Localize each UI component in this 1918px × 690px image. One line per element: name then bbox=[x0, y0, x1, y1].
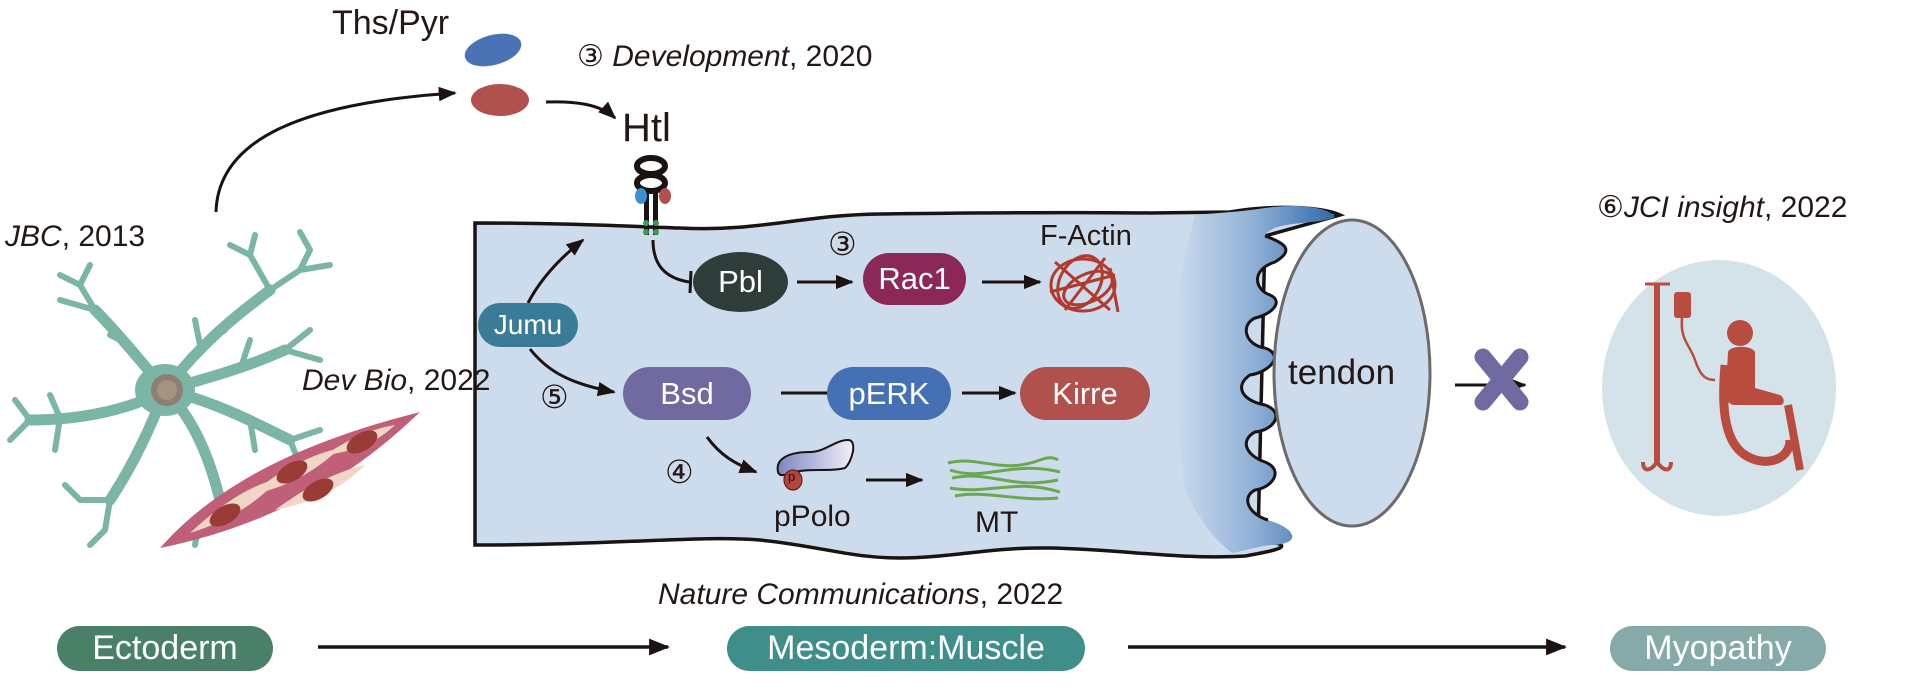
journal-name: JBC bbox=[5, 220, 62, 253]
journal-name: Development bbox=[612, 40, 790, 73]
marker-3: ③ bbox=[577, 39, 604, 74]
journal-name: Dev Bio bbox=[302, 364, 408, 397]
patient-background bbox=[1602, 260, 1836, 516]
citation-jci: ⑥JCI insight, 2022 bbox=[1597, 193, 1847, 223]
node-jumu: Jumu bbox=[478, 303, 578, 347]
node-kirre: Kirre bbox=[1020, 367, 1150, 420]
block-x-icon bbox=[1474, 348, 1529, 411]
arrow-jumu-to-htl bbox=[526, 238, 585, 304]
stage-mesoderm-muscle: Mesoderm:Muscle bbox=[727, 626, 1085, 671]
muscle-fiber-cells bbox=[160, 412, 420, 548]
myotendinous-junction bbox=[1173, 206, 1335, 553]
citation-development: ③ Development, 2020 bbox=[577, 42, 872, 72]
tendon bbox=[1272, 218, 1432, 528]
factin-label: F-Actin bbox=[1040, 220, 1132, 252]
marker-pathway-5: ⑤ bbox=[540, 378, 569, 416]
membrane-wavy-edge bbox=[1240, 234, 1288, 522]
marker-pathway-3: ③ bbox=[828, 225, 857, 263]
ppolo-phospho-label: p bbox=[788, 469, 796, 484]
node-perk: pERK bbox=[827, 367, 951, 420]
journal-year: , 2020 bbox=[789, 40, 873, 73]
marker-6: ⑥ bbox=[1597, 190, 1624, 225]
journal-year: , 2022 bbox=[1763, 191, 1848, 224]
arrow-jumu-to-bsd bbox=[528, 348, 616, 397]
inhibit-htl-to-pbl bbox=[651, 239, 690, 284]
ligand-ths bbox=[464, 33, 522, 67]
citation-jbc: JBC, 2013 bbox=[5, 222, 145, 252]
journal-year: , 2022 bbox=[407, 364, 491, 397]
citation-devbio: Dev Bio, 2022 bbox=[302, 366, 490, 396]
stage-myopathy: Myopathy bbox=[1610, 626, 1826, 671]
journal-name: JCI insight bbox=[1623, 191, 1764, 224]
journal-year: , 2013 bbox=[61, 220, 146, 253]
neuron-cell bbox=[7, 229, 333, 548]
ligand-pyr bbox=[471, 84, 529, 116]
citation-natcomm: Nature Communications, 2022 bbox=[658, 580, 1063, 610]
node-rac1: Rac1 bbox=[863, 253, 966, 305]
inhibit-bar-pbl bbox=[688, 270, 693, 294]
arrow-ectoderm-to-ligand bbox=[214, 86, 457, 213]
stage-ectoderm: Ectoderm bbox=[57, 626, 273, 671]
factin-icon bbox=[1049, 254, 1120, 313]
node-bsd: Bsd bbox=[623, 367, 751, 420]
journal-year: , 2022 bbox=[979, 578, 1064, 611]
ppolo-label: pPolo bbox=[774, 500, 851, 533]
ligand-label: Ths/Pyr bbox=[332, 4, 450, 42]
tendon-label: tendon bbox=[1288, 353, 1396, 392]
marker-pathway-4: ④ bbox=[665, 453, 694, 491]
arrow-bsd-to-ppolo bbox=[705, 436, 758, 474]
journal-name: Nature Communications bbox=[658, 578, 980, 611]
receptor-label: Htl bbox=[622, 106, 671, 150]
ppolo-protein bbox=[776, 438, 855, 491]
arrow-ligand-to-htl bbox=[545, 100, 617, 120]
mt-label: MT bbox=[975, 506, 1019, 539]
microtubule-icon bbox=[947, 456, 1061, 501]
htl-receptor bbox=[634, 155, 671, 235]
node-pbl: Pbl bbox=[693, 252, 788, 312]
patient-wheelchair-icon bbox=[1641, 282, 1804, 472]
